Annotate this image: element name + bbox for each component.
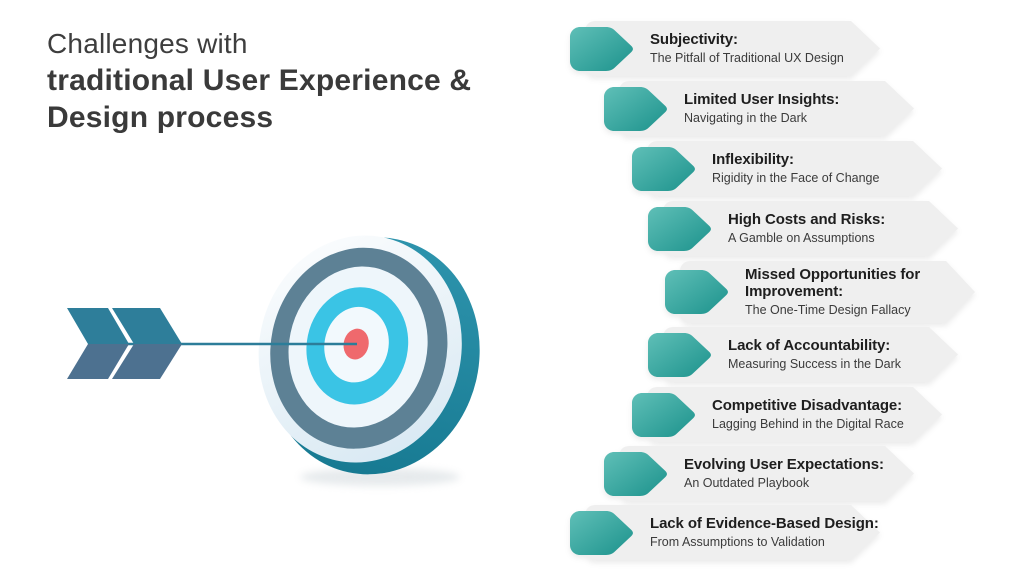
challenge-subtitle: The Pitfall of Traditional UX Design xyxy=(650,51,844,65)
challenge-title: Missed Opportunities for Improvement: xyxy=(745,266,921,300)
challenge-subtitle: Rigidity in the Face of Change xyxy=(712,171,880,185)
challenge-title: Evolving User Expectations: xyxy=(684,456,884,473)
page-title: Challenges with traditional User Experie… xyxy=(47,26,471,136)
arrow-tag-icon xyxy=(648,332,711,377)
challenge-title: Competitive Disadvantage: xyxy=(712,397,903,414)
challenge-item-9: Lack of Evidence-Based Design: From Assu… xyxy=(570,505,880,560)
target-shadow xyxy=(300,468,460,486)
dartboard-icon xyxy=(258,235,480,475)
challenge-subtitle: From Assumptions to Validation xyxy=(650,535,825,549)
challenge-item-2: Limited User Insights: Navigating in the… xyxy=(604,81,914,136)
banner-shape xyxy=(663,327,958,382)
challenge-title: Lack of Evidence-Based Design: xyxy=(650,515,879,532)
challenge-title: Subjectivity: xyxy=(650,31,738,48)
arrow-tag-icon xyxy=(665,270,728,314)
banner-shape xyxy=(585,21,880,76)
banner-shape xyxy=(647,387,942,442)
challenge-subtitle: Lagging Behind in the Digital Race xyxy=(712,417,904,431)
arrow-fletching-icon xyxy=(67,308,182,379)
banner-shape xyxy=(585,505,880,560)
arrow-tag-icon xyxy=(604,451,667,496)
arrow-tag-icon xyxy=(570,510,633,555)
page-title-line-bold-1: traditional User Experience & xyxy=(47,64,472,97)
challenge-subtitle: A Gamble on Assumptions xyxy=(728,231,875,245)
page-title-line-light: Challenges with xyxy=(47,28,248,59)
challenge-item-5: Missed Opportunities for Improvement: Th… xyxy=(665,261,975,323)
challenge-title: High Costs and Risks: xyxy=(728,211,886,228)
banner-shape xyxy=(647,141,942,196)
challenge-title: Limited User Insights: xyxy=(684,91,840,108)
arrow-tag-icon xyxy=(632,392,695,437)
challenge-item-1: Subjectivity: The Pitfall of Traditional… xyxy=(570,21,880,76)
arrow-tag-icon xyxy=(604,86,667,131)
challenge-item-3: Inflexibility: Rigidity in the Face of C… xyxy=(632,141,942,196)
challenge-item-6: Lack of Accountability: Measuring Succes… xyxy=(648,327,958,382)
banner-shape xyxy=(663,201,958,256)
challenge-item-4: High Costs and Risks: A Gamble on Assump… xyxy=(648,201,958,256)
arrow-tag-icon xyxy=(632,146,695,191)
bullseye xyxy=(343,328,369,360)
challenge-subtitle: Navigating in the Dark xyxy=(684,111,807,125)
challenge-title: Lack of Accountability: xyxy=(728,337,891,354)
arrow-tag-icon xyxy=(648,206,711,251)
challenge-subtitle: An Outdated Playbook xyxy=(684,476,810,490)
arrow-tag-icon xyxy=(570,26,633,71)
challenge-subtitle: Measuring Success in the Dark xyxy=(728,357,901,371)
challenge-title: Inflexibility: xyxy=(712,151,794,168)
challenge-item-7: Competitive Disadvantage: Lagging Behind… xyxy=(632,387,942,442)
challenge-item-8: Evolving User Expectations: An Outdated … xyxy=(604,446,914,501)
banner-shape xyxy=(619,446,914,501)
banner-shape xyxy=(619,81,914,136)
page-title-line-bold-2: Design process xyxy=(47,101,274,134)
banner-shape xyxy=(680,261,975,323)
challenge-subtitle: The One-Time Design Fallacy xyxy=(745,303,911,317)
